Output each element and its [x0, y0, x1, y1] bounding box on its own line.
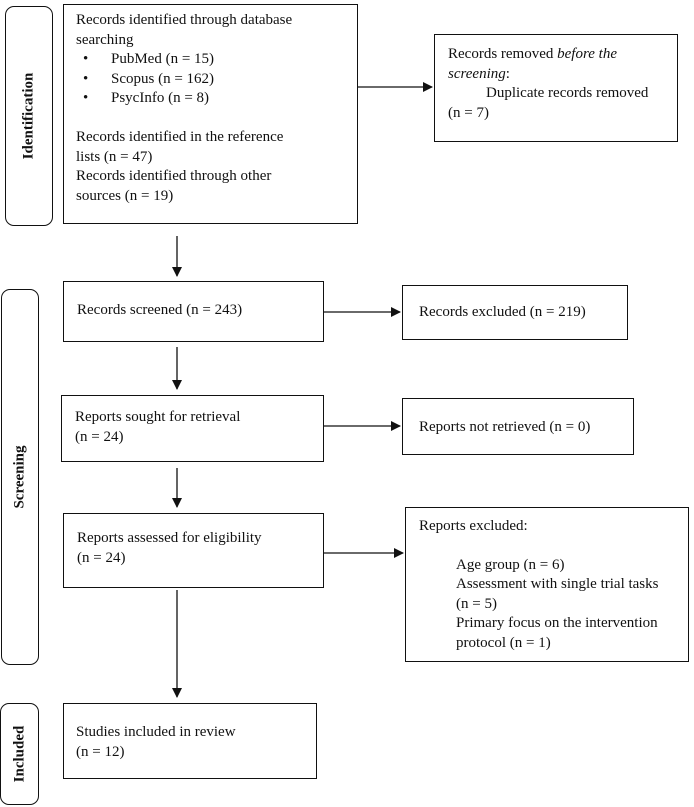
db-search-line1: Records identified through database [76, 12, 293, 28]
removed-box: Records removed before the screening: Du… [434, 34, 678, 142]
duplicates-count: (n = 7) [448, 104, 489, 121]
reports-sought-box: Reports sought for retrieval (n = 24) [61, 395, 324, 462]
phase-screening-label: Screening [11, 445, 28, 509]
db-pubmed: • PubMed (n = 15) [76, 50, 357, 70]
other-sources-line2: sources (n = 19) [76, 187, 174, 204]
reports-sought-line1: Reports sought for retrieval [75, 409, 241, 425]
other-sources-line1: Records identified through other [76, 168, 272, 185]
phase-identification-label: Identification [20, 72, 37, 160]
phase-included-label: Included [11, 725, 27, 783]
reason-intervention-count: protocol (n = 1) [456, 634, 551, 651]
removed-emphasis-1: before the [557, 46, 617, 62]
removed-prefix: Records removed [448, 46, 558, 62]
db-search-line2: searching [76, 31, 134, 48]
not-retrieved-box: Reports not retrieved (n = 0) [402, 398, 634, 455]
phase-screening: Screening [1, 289, 39, 665]
studies-included-line1: Studies included in review [76, 724, 236, 740]
reason-single-trial-count: (n = 5) [456, 595, 497, 612]
phase-included: Included [0, 703, 39, 805]
ref-lists-line2: lists (n = 47) [76, 148, 153, 165]
removed-line1: Records removed before the [448, 45, 677, 65]
bullet-dot: • [83, 51, 89, 68]
db-psycinfo: • PsycInfo (n = 8) [76, 89, 357, 109]
bullet-dot: • [83, 90, 89, 107]
reports-assessed-box: Reports assessed for eligibility (n = 24… [63, 513, 324, 588]
db-pubmed-label: PubMed (n = 15) [111, 51, 215, 68]
reason-age-group: Age group (n = 6) [456, 556, 565, 573]
studies-included-box: Studies included in review (n = 12) [63, 703, 317, 779]
records-screened-box: Records screened (n = 243) [63, 281, 324, 342]
removed-suffix: : [505, 65, 510, 82]
identification-box: Records identified through database sear… [63, 4, 358, 224]
studies-included-line2: (n = 12) [76, 743, 125, 760]
bullet-dot: • [83, 70, 89, 87]
records-excluded-text: Records excluded (n = 219) [419, 304, 586, 320]
db-scopus-label: Scopus (n = 162) [111, 70, 215, 87]
reason-single-trial: Assessment with single trial tasks [456, 576, 659, 593]
records-excluded-box: Records excluded (n = 219) [402, 285, 628, 340]
records-screened-text: Records screened (n = 243) [77, 302, 243, 318]
removed-line2: screening: [448, 65, 677, 85]
removed-emphasis-2: screening [448, 65, 506, 82]
reports-assessed-line1: Reports assessed for eligibility [77, 530, 262, 546]
db-scopus: • Scopus (n = 162) [76, 70, 357, 90]
phase-identification: Identification [5, 6, 53, 226]
reports-excluded-box: Reports excluded: Age group (n = 6) Asse… [405, 507, 689, 662]
not-retrieved-text: Reports not retrieved (n = 0) [419, 419, 591, 435]
ref-lists-line1: Records identified in the reference [76, 128, 284, 145]
reports-sought-line2: (n = 24) [75, 428, 124, 445]
reports-assessed-line2: (n = 24) [77, 549, 126, 566]
db-psycinfo-label: PsycInfo (n = 8) [111, 90, 210, 107]
duplicates-line: Duplicate records removed [486, 85, 649, 102]
reason-intervention: Primary focus on the intervention [456, 615, 658, 632]
reports-excluded-title: Reports excluded: [419, 518, 528, 534]
